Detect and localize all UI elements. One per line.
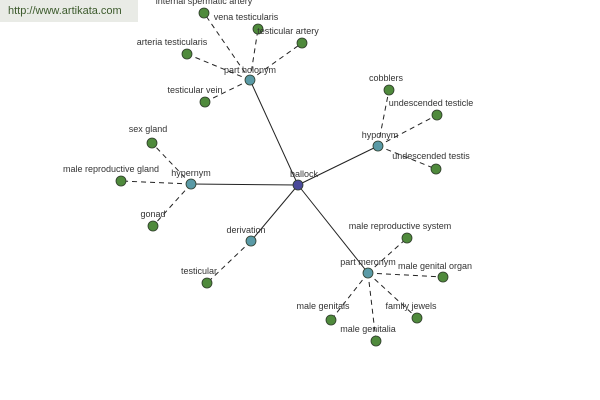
relation-label-derivation[interactable]: derivation: [226, 225, 265, 235]
leaf-label-arteria-testicularis[interactable]: arteria testicularis: [137, 37, 208, 47]
edge-leaf-family-jewels: [367, 272, 418, 319]
edge-center-rel-part-meronym: [297, 184, 369, 274]
leaf-label-testicular-artery[interactable]: testicular artery: [257, 26, 319, 36]
edge-leaf-male-genitals: [330, 272, 369, 321]
edge-leaf-cobblers: [377, 89, 390, 147]
graph-nodes: [115, 7, 449, 347]
leaf-label-testicular[interactable]: testicular: [181, 266, 217, 276]
leaf-label-gonad[interactable]: gonad: [140, 209, 165, 219]
leaf-label-male-genital-organ[interactable]: male genital organ: [398, 261, 472, 271]
edge-leaf-undescended-testicle: [377, 114, 438, 147]
relation-label-part-holonym[interactable]: part holonym: [224, 65, 276, 75]
leaf-label-male-reproductive-gland[interactable]: male reproductive gland: [63, 164, 159, 174]
edge-leaf-gonad: [152, 183, 192, 227]
leaf-node-arteria-testicularis[interactable]: [181, 48, 193, 60]
site-url-watermark: http://www.artikata.com: [0, 0, 138, 22]
relation-node-part-meronym[interactable]: [362, 267, 374, 279]
leaf-label-male-genitals[interactable]: male genitals: [296, 301, 350, 311]
edge-center-rel-derivation: [250, 184, 299, 242]
leaf-node-family-jewels[interactable]: [411, 312, 423, 324]
relation-label-part-meronym[interactable]: part meronym: [340, 257, 396, 267]
edge-leaf-male-reproductive-gland: [120, 180, 192, 185]
edge-leaf-male-genitalia: [367, 272, 377, 342]
leaf-label-undescended-testis[interactable]: undescended testis: [392, 151, 470, 161]
leaf-label-male-reproductive-system[interactable]: male reproductive system: [349, 221, 452, 231]
edge-leaf-sex-gland: [151, 142, 192, 185]
leaf-node-male-reproductive-system[interactable]: [401, 232, 413, 244]
relation-label-hypernym[interactable]: hypernym: [171, 168, 211, 178]
leaf-node-male-genitalia[interactable]: [370, 335, 382, 347]
leaf-node-male-reproductive-gland[interactable]: [115, 175, 127, 187]
edge-leaf-testicular-artery: [249, 42, 303, 81]
center-node-ballock[interactable]: [292, 179, 304, 191]
relation-node-part-holonym[interactable]: [244, 74, 256, 86]
leaf-label-sex-gland[interactable]: sex gland: [129, 124, 168, 134]
edge-center-rel-hyponym: [297, 145, 379, 186]
leaf-node-undescended-testis[interactable]: [430, 163, 442, 175]
leaf-node-cobblers[interactable]: [383, 84, 395, 96]
leaf-node-testicular-artery[interactable]: [296, 37, 308, 49]
leaf-label-internal-spermatic-artery[interactable]: internal spermatic artery: [156, 0, 253, 6]
leaf-node-vena-testicularis[interactable]: [252, 23, 264, 35]
edge-leaf-undescended-testis: [377, 145, 437, 170]
relation-label-hyponym[interactable]: hyponym: [362, 130, 399, 140]
relation-node-hyponym[interactable]: [372, 140, 384, 152]
edge-center-rel-part-holonym: [249, 79, 299, 186]
leaf-node-testicular-vein[interactable]: [199, 96, 211, 108]
leaf-label-testicular-vein[interactable]: testicular vein: [167, 85, 222, 95]
relation-node-hypernym[interactable]: [185, 178, 197, 190]
relation-node-derivation[interactable]: [245, 235, 257, 247]
leaf-label-male-genitalia[interactable]: male genitalia: [340, 324, 396, 334]
leaf-node-testicular[interactable]: [201, 277, 213, 289]
leaf-label-vena-testicularis[interactable]: vena testicularis: [214, 12, 279, 22]
center-label-ballock[interactable]: ballock: [290, 169, 319, 179]
edge-center-rel-hypernym: [190, 183, 299, 186]
leaf-label-undescended-testicle[interactable]: undescended testicle: [389, 98, 474, 108]
leaf-label-family-jewels[interactable]: family jewels: [385, 301, 437, 311]
leaf-node-sex-gland[interactable]: [146, 137, 158, 149]
leaf-node-undescended-testicle[interactable]: [431, 109, 443, 121]
leaf-node-male-genital-organ[interactable]: [437, 271, 449, 283]
graph-edges: [120, 12, 444, 342]
edge-leaf-male-genital-organ: [367, 272, 444, 278]
edge-leaf-testicular: [206, 240, 252, 284]
graph-labels: internal spermatic artery vena testicular…: [63, 0, 473, 334]
leaf-node-gonad[interactable]: [147, 220, 159, 232]
leaf-node-internal-spermatic-artery[interactable]: [198, 7, 210, 19]
edge-leaf-arteria-testicularis: [186, 53, 251, 81]
leaf-label-cobblers[interactable]: cobblers: [369, 73, 404, 83]
edge-leaf-internal-spermatic-artery: [203, 12, 251, 81]
leaf-node-male-genitals[interactable]: [325, 314, 337, 326]
